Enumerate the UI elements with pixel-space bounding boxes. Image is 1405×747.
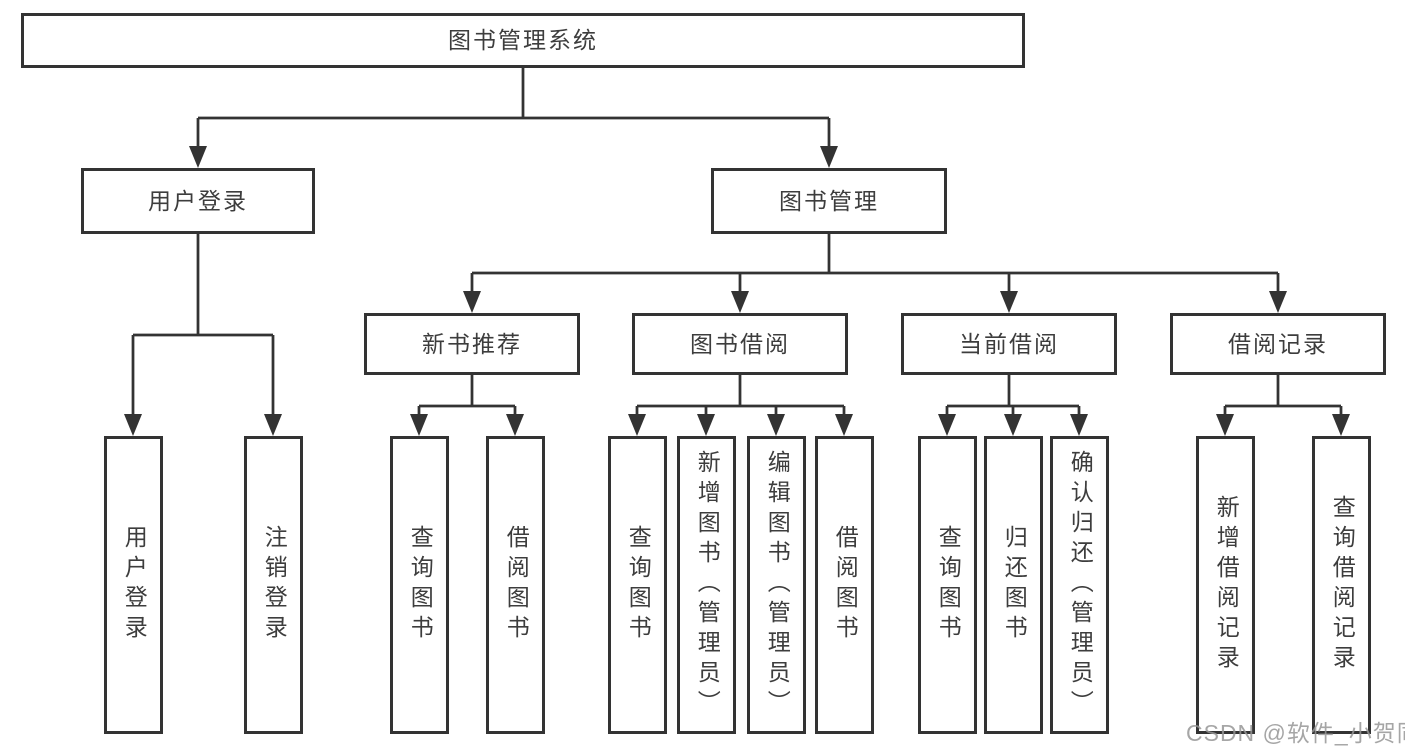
leaf-add-book-admin-label: 新增图书（管理员） — [694, 450, 721, 720]
leaf-borrow-books-recommend-label: 借阅图书 — [503, 525, 530, 645]
arrowhead — [1269, 291, 1287, 313]
node-book-borrowing-label: 图书借阅 — [690, 330, 790, 357]
arrowhead — [410, 414, 428, 436]
arrowhead — [1216, 414, 1234, 436]
arrowhead — [628, 414, 646, 436]
leaf-query-books-recommend-label: 查询图书 — [407, 525, 434, 645]
leaf-edit-book-admin-label: 编辑图书（管理员） — [764, 450, 791, 720]
arrowhead — [506, 414, 524, 436]
node-user-login: 用户登录 — [81, 168, 315, 234]
leaf-query-borrow-record: 查询借阅记录 — [1312, 436, 1371, 734]
leaf-borrow-books-borrow: 借阅图书 — [815, 436, 874, 734]
leaf-add-borrow-record: 新增借阅记录 — [1196, 436, 1255, 734]
leaf-query-books-borrow-label: 查询图书 — [625, 525, 652, 645]
arrowhead — [1004, 414, 1022, 436]
node-user-login-label: 用户登录 — [148, 187, 248, 214]
arrowhead — [189, 146, 207, 168]
arrowhead — [938, 414, 956, 436]
leaf-logout-label: 注销登录 — [261, 525, 288, 645]
leaf-confirm-return-admin-label: 确认归还（管理员） — [1067, 450, 1094, 720]
node-book-management-label: 图书管理 — [779, 187, 879, 214]
leaf-query-books-borrow: 查询图书 — [608, 436, 667, 734]
arrowhead — [697, 414, 715, 436]
leaf-add-borrow-record-label: 新增借阅记录 — [1213, 495, 1240, 675]
node-current-borrowing: 当前借阅 — [901, 313, 1117, 375]
node-new-book-recommendation: 新书推荐 — [364, 313, 580, 375]
arrowhead — [820, 146, 838, 168]
leaf-return-book: 归还图书 — [984, 436, 1043, 734]
node-library-system: 图书管理系统 — [21, 13, 1025, 68]
arrowhead — [1000, 291, 1018, 313]
arrowhead — [463, 291, 481, 313]
arrowhead — [264, 414, 282, 436]
arrowhead — [835, 414, 853, 436]
csdn-watermark: CSDN @软件_小贺同学 — [1186, 720, 1405, 746]
arrowhead — [1332, 414, 1350, 436]
leaf-logout: 注销登录 — [244, 436, 303, 734]
arrowhead — [1070, 414, 1088, 436]
arrowhead — [767, 414, 785, 436]
leaf-query-books-recommend: 查询图书 — [390, 436, 449, 734]
leaf-query-borrow-record-label: 查询借阅记录 — [1329, 495, 1356, 675]
leaf-edit-book-admin: 编辑图书（管理员） — [747, 436, 806, 734]
node-library-system-label: 图书管理系统 — [448, 27, 598, 53]
node-current-borrowing-label: 当前借阅 — [959, 330, 1059, 357]
leaf-user-login-label: 用户登录 — [121, 525, 148, 645]
node-borrowing-records: 借阅记录 — [1170, 313, 1386, 375]
leaf-return-book-label: 归还图书 — [1001, 525, 1028, 645]
node-new-book-recommendation-label: 新书推荐 — [422, 330, 522, 357]
node-book-management: 图书管理 — [711, 168, 947, 234]
arrowhead — [124, 414, 142, 436]
leaf-borrow-books-borrow-label: 借阅图书 — [832, 525, 859, 645]
leaf-add-book-admin: 新增图书（管理员） — [677, 436, 736, 734]
arrowhead — [731, 291, 749, 313]
leaf-query-books-current: 查询图书 — [918, 436, 977, 734]
node-book-borrowing: 图书借阅 — [632, 313, 848, 375]
node-borrowing-records-label: 借阅记录 — [1228, 330, 1328, 357]
leaf-confirm-return-admin: 确认归还（管理员） — [1050, 436, 1109, 734]
leaf-query-books-current-label: 查询图书 — [935, 525, 962, 645]
leaf-borrow-books-recommend: 借阅图书 — [486, 436, 545, 734]
leaf-user-login: 用户登录 — [104, 436, 163, 734]
